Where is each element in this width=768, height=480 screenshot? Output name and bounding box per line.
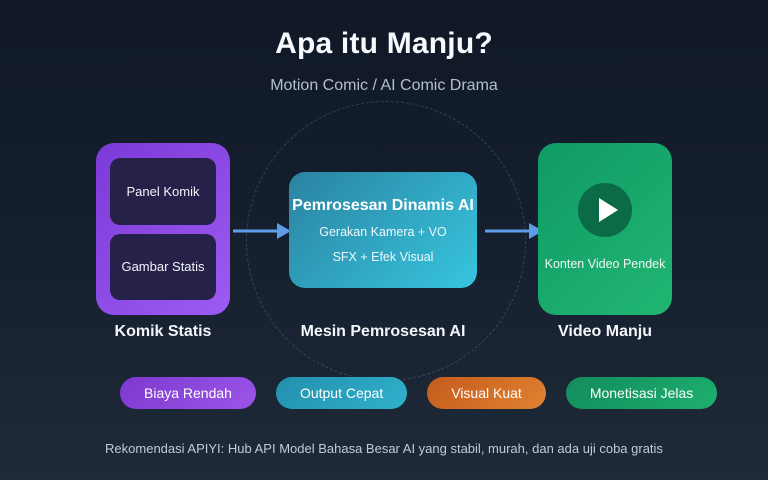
- badge-output-cepat: Output Cepat: [275, 377, 408, 409]
- engine-box: Pemrosesan Dinamis AI Gerakan Kamera + V…: [289, 172, 477, 288]
- engine-heading: Pemrosesan Dinamis AI: [292, 196, 474, 214]
- output-caption: Video Manju: [558, 323, 652, 340]
- source-caption: Komik Statis: [114, 323, 212, 340]
- source-panel-gambar: Gambar Statis: [110, 233, 216, 300]
- page-title: Apa itu Manju?: [275, 27, 493, 60]
- arrow-right-icon: [233, 223, 291, 239]
- badge-visual-kuat: Visual Kuat: [427, 377, 546, 409]
- output-box: Konten Video Pendek: [538, 143, 672, 315]
- source-panel-komik: Panel Komik: [110, 158, 216, 225]
- arrow-right-icon: [485, 223, 543, 239]
- badge-monetisasi-jelas: Monetisasi Jelas: [565, 377, 718, 409]
- play-icon: [578, 183, 632, 237]
- badges-row: Biaya Rendah Output Cepat Visual Kuat Mo…: [120, 377, 718, 409]
- engine-detail-camera-vo: Gerakan Kamera + VO: [319, 224, 447, 239]
- engine-detail-sfx: SFX + Efek Visual: [332, 249, 434, 264]
- source-box: Panel Komik Gambar Statis: [96, 143, 230, 315]
- output-text: Konten Video Pendek: [544, 257, 666, 271]
- engine-caption: Mesin Pemrosesan AI: [300, 323, 466, 340]
- badge-biaya-rendah: Biaya Rendah: [120, 377, 256, 409]
- page-subtitle: Motion Comic / AI Comic Drama: [270, 77, 498, 94]
- footer-note: Rekomendasi APIYI: Hub API Model Bahasa …: [105, 441, 663, 456]
- play-triangle-glyph: [598, 198, 618, 222]
